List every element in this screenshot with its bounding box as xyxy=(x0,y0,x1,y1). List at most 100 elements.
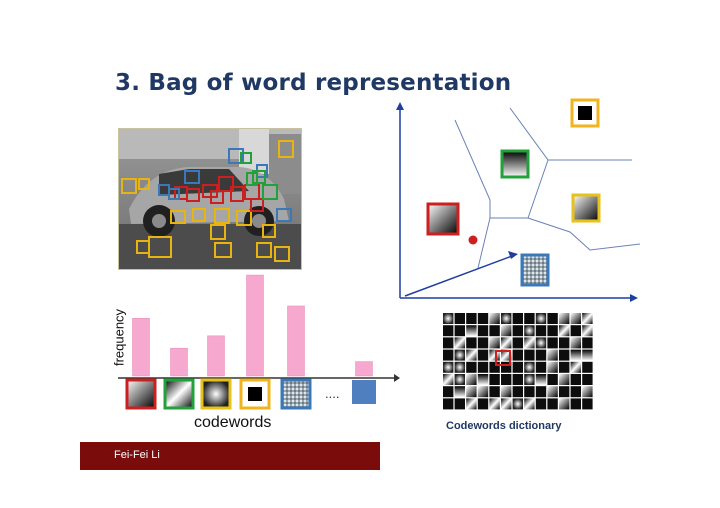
histogram-bar-5 xyxy=(287,305,305,377)
dictionary-cell xyxy=(443,337,454,349)
dictionary-cell xyxy=(512,349,523,361)
dictionary-cell xyxy=(570,398,581,410)
dictionary-cell xyxy=(512,313,523,324)
dictionary-cell xyxy=(501,361,512,373)
codeword-icon-1 xyxy=(125,378,157,410)
ellipsis: .... xyxy=(325,386,340,401)
histogram-bar-1 xyxy=(132,318,150,377)
dictionary-cell xyxy=(466,361,477,373)
dictionary-cell xyxy=(501,386,512,398)
dictionary-cell xyxy=(443,386,454,398)
histogram-bar-6 xyxy=(355,361,373,377)
car-image xyxy=(118,128,302,270)
dictionary-cell xyxy=(559,349,570,361)
dictionary-cell xyxy=(524,398,535,410)
dictionary-cell xyxy=(582,386,593,398)
dictionary-cell xyxy=(582,325,593,337)
dictionary-cell xyxy=(454,386,465,398)
dictionary-cell xyxy=(570,313,581,324)
dictionary-cell xyxy=(582,374,593,385)
codeword-icon-6 xyxy=(352,380,376,404)
dictionary-cell xyxy=(582,337,593,349)
dictionary-cell xyxy=(443,361,454,373)
dictionary-cell xyxy=(489,374,500,385)
dictionary-cell xyxy=(489,313,500,324)
dictionary-cell xyxy=(489,349,500,361)
dictionary-cell xyxy=(559,313,570,324)
dictionary-cell xyxy=(547,349,558,361)
dictionary-cell xyxy=(489,361,500,373)
dictionary-cell xyxy=(512,398,523,410)
dictionary-cell xyxy=(501,398,512,410)
dictionary-cell xyxy=(466,349,477,361)
dictionary-cell xyxy=(501,337,512,349)
dictionary-cell xyxy=(477,337,489,349)
dictionary-cell xyxy=(466,325,477,337)
dictionary-cell xyxy=(559,386,570,398)
dictionary-cell xyxy=(559,374,570,385)
dictionary-cell xyxy=(443,349,454,361)
dictionary-cell xyxy=(570,337,581,349)
dictionary-cell xyxy=(547,313,558,324)
codeword-icon-4-core xyxy=(248,387,262,401)
dictionary-cell xyxy=(570,349,581,361)
dictionary-cell xyxy=(501,313,512,324)
dictionary-cell xyxy=(512,325,523,337)
dictionary-cell xyxy=(547,398,558,410)
dictionary-cell xyxy=(454,374,465,385)
dictionary-cell xyxy=(524,349,535,361)
dictionary-cell xyxy=(443,374,454,385)
footer-author: Fei-Fei Li xyxy=(114,449,160,461)
dictionary-cell xyxy=(535,361,547,373)
footer-bar: Fei-Fei Li xyxy=(80,442,380,470)
dictionary-cell xyxy=(477,374,489,385)
dictionary-cell xyxy=(535,337,547,349)
dictionary-cell xyxy=(512,361,523,373)
query-point xyxy=(468,235,478,245)
dictionary-cell xyxy=(466,337,477,349)
dictionary-cell xyxy=(535,398,547,410)
dictionary-cell xyxy=(570,325,581,337)
dictionary-cell xyxy=(443,313,454,324)
dictionary-cell xyxy=(535,313,547,324)
dictionary-cell xyxy=(559,337,570,349)
dictionary-cell xyxy=(501,325,512,337)
dictionary-cell xyxy=(477,325,489,337)
dictionary-cell xyxy=(524,386,535,398)
dictionary-cell xyxy=(535,374,547,385)
dictionary-cell xyxy=(466,398,477,410)
dictionary-cell xyxy=(477,386,489,398)
codewords-axis-label: codewords xyxy=(194,414,272,431)
dictionary-cell xyxy=(547,374,558,385)
dictionary-cell xyxy=(454,313,465,324)
slide-title: 3. Bag of word representation xyxy=(115,70,512,96)
dictionary-cell xyxy=(501,349,512,361)
dictionary-cell xyxy=(454,349,465,361)
dictionary-cell xyxy=(559,398,570,410)
dictionary-cell xyxy=(547,337,558,349)
dictionary-cell xyxy=(489,398,500,410)
dictionary-cell xyxy=(454,398,465,410)
dictionary-cell xyxy=(454,361,465,373)
dictionary-cell xyxy=(524,361,535,373)
dictionary-cell xyxy=(582,398,593,410)
dictionary-cell xyxy=(466,386,477,398)
dictionary-cell xyxy=(489,325,500,337)
dictionary-cell xyxy=(582,361,593,373)
dictionary-cell xyxy=(454,325,465,337)
dictionary-cell xyxy=(489,337,500,349)
dictionary-cell xyxy=(559,361,570,373)
dictionary-highlight xyxy=(495,350,511,366)
dictionary-cell xyxy=(489,386,500,398)
histogram-bar-4 xyxy=(246,274,264,377)
dictionary-label: Codewords dictionary xyxy=(446,420,562,432)
dictionary-cell xyxy=(466,374,477,385)
histogram-bar-3 xyxy=(207,335,225,377)
dictionary-cell xyxy=(582,349,593,361)
voronoi-boundaries xyxy=(454,107,641,269)
dictionary-cell xyxy=(559,325,570,337)
